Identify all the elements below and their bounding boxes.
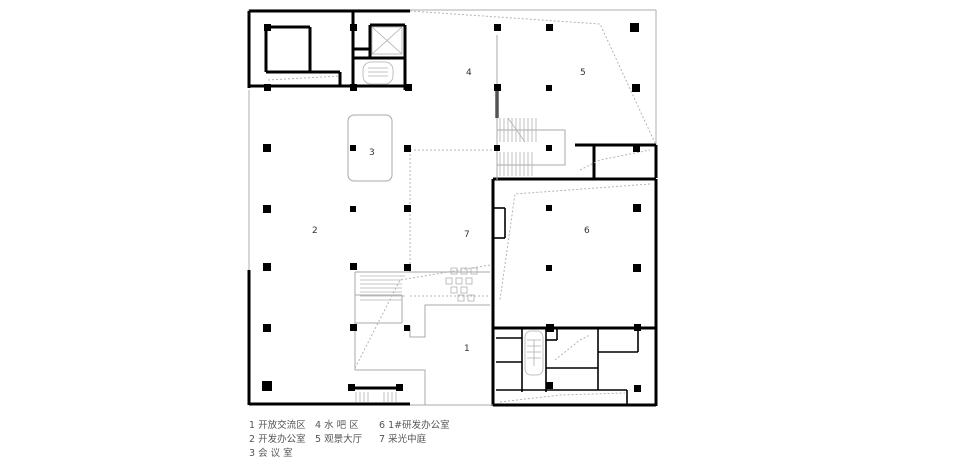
room-label-7: 7 — [464, 230, 470, 240]
room-label-1: 1 — [464, 344, 470, 354]
room-label-6: 6 — [584, 226, 590, 236]
dashed-lines — [267, 10, 656, 403]
thin-lines — [347, 35, 566, 406]
legend-item-7: 7 采光中庭 — [379, 434, 427, 445]
legend: 1 开放交流区 4 水 吧 区 6 1#研发办公室 2 开发办公室 5 观景大厅… — [249, 419, 450, 461]
columns — [262, 23, 641, 392]
room-label-2: 2 — [312, 226, 318, 236]
walls — [247, 9, 658, 407]
room-labels: 1 2 3 4 5 6 7 — [312, 68, 590, 354]
legend-item-5: 5 观景大厅 — [315, 434, 363, 445]
legend-item-6: 6 1#研发办公室 — [379, 420, 450, 431]
stairs — [355, 26, 544, 402]
room-label-5: 5 — [580, 68, 586, 78]
inner-walls — [494, 207, 639, 405]
room-label-4: 4 — [466, 68, 472, 78]
legend-item-1: 1 开放交流区 — [249, 420, 306, 431]
room-label-3: 3 — [369, 148, 375, 158]
legend-item-4: 4 水 吧 区 — [315, 420, 359, 431]
legend-item-2: 2 开发办公室 — [249, 434, 306, 445]
legend-item-3: 3 会 议 室 — [249, 448, 293, 459]
